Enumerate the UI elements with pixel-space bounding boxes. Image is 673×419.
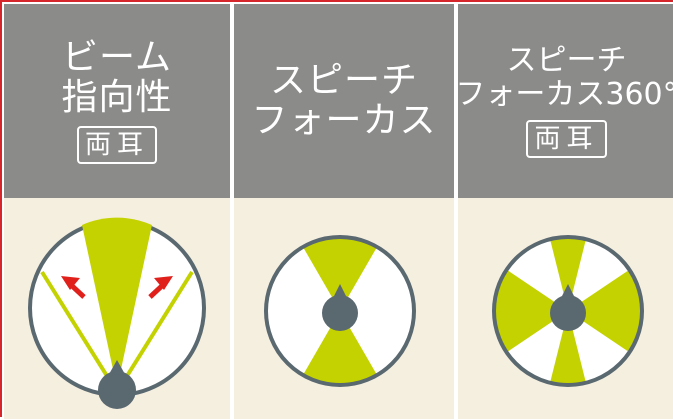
beam-edge-left (40, 270, 114, 386)
beam-edge-right (120, 270, 194, 386)
speech-focus-360-pattern-diagram (492, 235, 644, 387)
title-line: フォーカス360° (455, 77, 673, 112)
column-beam: ビーム 指向性 両耳 (4, 4, 230, 419)
pattern-circle (264, 235, 416, 387)
narrow-arrow-left-icon (61, 276, 86, 299)
title-line: 指向性 (61, 77, 173, 118)
left-sector (494, 270, 568, 352)
narrow-arrow-right-icon (148, 276, 173, 299)
column-speech-focus: スピーチ フォーカス (234, 4, 454, 419)
rear-sector (550, 311, 586, 386)
column-speech-focus-360: スピーチ フォーカス360° 両耳 (455, 4, 673, 419)
binaural-badge: 両耳 (526, 119, 607, 158)
beam-sector (82, 217, 152, 388)
pattern-panel-beam (4, 198, 230, 419)
beam-pattern-diagram (28, 217, 206, 409)
title-line: スピーチ (269, 59, 418, 101)
pattern-circle (492, 235, 644, 387)
wearer-head-icon (550, 284, 586, 331)
column-header-speech-focus: スピーチ フォーカス (234, 4, 454, 198)
speech-focus-pattern-diagram (264, 235, 416, 387)
wearer-head-icon (98, 360, 136, 409)
front-sector (550, 236, 586, 311)
right-sector (568, 270, 642, 352)
title-line: スピーチ (506, 43, 627, 79)
binaural-badge: 両耳 (76, 126, 157, 165)
rear-sector (303, 311, 377, 385)
front-sector (303, 237, 377, 311)
column-header-speech-focus-360: スピーチ フォーカス360° 両耳 (455, 4, 673, 198)
wearer-head-icon (322, 284, 358, 331)
column-header-beam: ビーム 指向性 両耳 (4, 4, 230, 198)
title-line: フォーカス (251, 100, 437, 141)
pattern-panel-speech-focus-360 (458, 198, 673, 419)
title-line: ビーム (62, 36, 172, 78)
pattern-panel-speech-focus (234, 198, 454, 419)
